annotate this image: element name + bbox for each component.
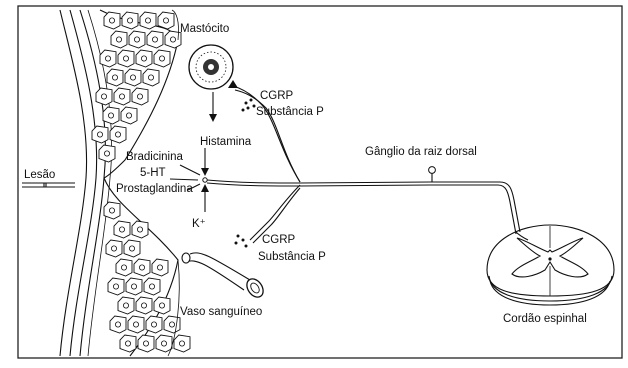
- epidermal-cell: [108, 278, 124, 295]
- epidermal-cell: [100, 50, 116, 67]
- epidermal-cell: [136, 50, 152, 67]
- blood-vessel: [182, 253, 266, 300]
- epidermal-cell: [121, 107, 137, 124]
- lesion-marker: Lesão: [22, 169, 75, 187]
- substance-p-top-label: Substância P: [256, 106, 324, 118]
- sensory-nerve-fiber: [207, 180, 520, 234]
- peptide-release-top: [242, 99, 256, 112]
- epidermal-cell: [126, 278, 142, 295]
- epidermal-cell: [158, 12, 174, 29]
- epidermal-cell: [104, 12, 120, 29]
- epidermal-cell: [118, 50, 134, 67]
- epidermal-cell: [116, 259, 132, 276]
- histamine-label: Histamina: [200, 136, 252, 148]
- epidermal-cell: [138, 335, 154, 352]
- epidermal-cell: [129, 31, 145, 48]
- epidermal-cell: [99, 145, 115, 162]
- epidermal-cell: [128, 316, 144, 333]
- epidermal-cell: [134, 259, 150, 276]
- epidermal-cell: [154, 50, 170, 67]
- epidermal-cell: [92, 126, 108, 143]
- spinal-cord-label: Cordão espinhal: [503, 313, 587, 325]
- potassium-label: K⁺: [192, 218, 206, 230]
- epidermal-cell: [132, 221, 148, 238]
- epidermal-cell: [143, 69, 159, 86]
- epidermal-cell: [111, 31, 127, 48]
- epidermal-cell: [174, 335, 190, 352]
- epidermal-cell: [136, 297, 152, 314]
- dorsal-root-ganglion: [429, 167, 436, 182]
- lesion-label: Lesão: [24, 169, 55, 181]
- serotonin-label: 5-HT: [140, 167, 166, 179]
- blood-vessel-label: Vaso sanguíneo: [180, 306, 262, 318]
- epidermal-cell: [106, 240, 122, 257]
- epidermal-cell: [154, 297, 170, 314]
- epidermal-cell: [114, 221, 130, 238]
- epidermal-cell: [124, 240, 140, 257]
- epidermal-cell: [104, 202, 120, 219]
- epidermal-cell: [110, 126, 126, 143]
- cgrp-bottom-label: CGRP: [262, 234, 296, 246]
- epidermal-cell: [107, 69, 123, 86]
- cgrp-top-label: CGRP: [260, 90, 294, 102]
- epidermal-cell: [110, 316, 126, 333]
- epidermal-cell: [96, 88, 112, 105]
- epidermal-cell: [122, 12, 138, 29]
- peptide-release-bottom: [235, 235, 248, 248]
- epidermal-cell: [132, 88, 148, 105]
- epidermal-cell: [140, 12, 156, 29]
- epidermal-cell: [125, 69, 141, 86]
- epidermal-cell: [152, 259, 168, 276]
- substance-p-bottom-label: Substância P: [258, 251, 326, 263]
- epidermal-cell: [120, 335, 136, 352]
- epidermal-cell: [114, 88, 130, 105]
- epidermal-cell: [147, 31, 163, 48]
- mast-cell-label: Mastócito: [180, 23, 229, 35]
- epidermal-cell: [156, 335, 172, 352]
- prostaglandin-label: Prostaglandina: [116, 183, 193, 195]
- epidermal-cell: [118, 297, 134, 314]
- epidermal-cell: [144, 278, 160, 295]
- ganglion-label: Gânglio da raiz dorsal: [365, 146, 477, 158]
- bradykinin-label: Bradicinina: [126, 151, 183, 163]
- spinal-cord: [487, 225, 614, 305]
- epidermal-cell: [103, 107, 119, 124]
- epidermal-cell: [146, 316, 162, 333]
- mast-cell: [189, 45, 233, 89]
